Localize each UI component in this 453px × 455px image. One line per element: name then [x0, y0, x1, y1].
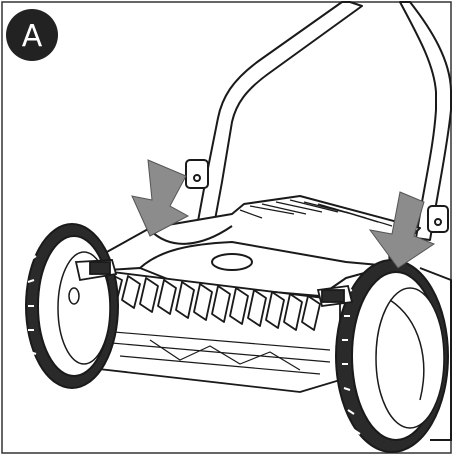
- down-arrow-icon: [131, 159, 190, 237]
- mower-handle: [185, 1, 452, 241]
- left-wheel: [25, 223, 119, 389]
- down-arrow-icon: [368, 191, 436, 269]
- right-side-bracket: [316, 285, 354, 307]
- mower-reel: [75, 267, 341, 393]
- right-wheel: [335, 259, 452, 453]
- step-label: A: [22, 19, 43, 54]
- step-badge: A: [6, 9, 58, 61]
- left-side-bracket: [74, 259, 118, 282]
